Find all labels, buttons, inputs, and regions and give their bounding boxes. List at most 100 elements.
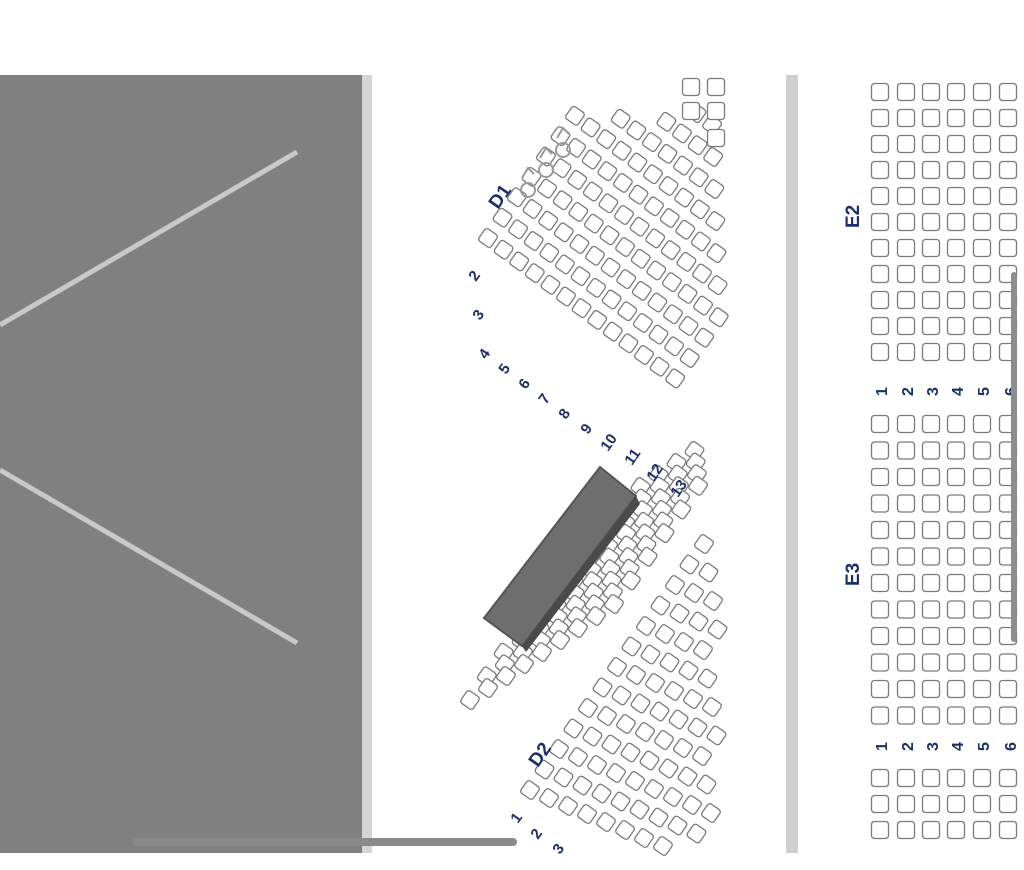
seat[interactable] [896,238,916,258]
seat[interactable] [672,123,693,144]
seat[interactable] [663,304,684,325]
seat[interactable] [946,653,966,672]
seat[interactable] [870,653,890,672]
seat[interactable] [630,693,651,714]
seat[interactable] [568,618,589,639]
seat[interactable] [649,701,670,722]
seat[interactable] [610,108,631,129]
seat[interactable] [870,820,890,840]
seat[interactable] [639,750,660,771]
seat[interactable] [896,494,916,513]
seat[interactable] [921,414,941,434]
seat[interactable] [870,573,890,593]
seat[interactable] [921,108,941,128]
seat[interactable] [478,228,499,249]
seat[interactable] [946,186,966,206]
seat[interactable] [568,747,589,768]
seat[interactable] [583,213,604,234]
seat[interactable] [946,238,966,258]
seat[interactable] [650,595,671,616]
seat[interactable] [921,212,941,232]
seat[interactable] [659,652,680,673]
seat[interactable] [972,186,992,206]
seat[interactable] [673,738,694,759]
seat[interactable] [946,316,966,336]
seat[interactable] [946,547,966,566]
seat[interactable] [921,820,941,840]
seat[interactable] [581,149,602,170]
seat[interactable] [701,803,722,824]
seat[interactable] [628,184,649,205]
seat[interactable] [493,239,514,260]
seat[interactable] [592,677,613,698]
seat[interactable] [620,742,641,763]
seat[interactable] [896,600,916,619]
seat[interactable] [645,673,666,694]
seat[interactable] [870,238,890,258]
seat[interactable] [681,101,701,121]
seat[interactable] [972,679,992,699]
seat[interactable] [896,768,916,788]
seat[interactable] [689,199,710,220]
seat[interactable] [616,269,637,290]
seat[interactable] [644,196,665,217]
seat[interactable] [599,225,620,246]
seat[interactable] [921,134,941,154]
seat[interactable] [625,771,646,792]
seat[interactable] [556,286,577,307]
seat[interactable] [704,179,725,200]
seat[interactable] [972,134,992,154]
seat[interactable] [921,706,941,725]
seat[interactable] [896,794,916,814]
seat[interactable] [998,706,1018,725]
seat[interactable] [523,231,544,252]
seat[interactable] [972,626,992,646]
seat[interactable] [870,342,890,362]
seat[interactable] [538,210,559,231]
seat[interactable] [972,441,992,460]
seat[interactable] [896,679,916,699]
seat[interactable] [657,143,678,164]
seat[interactable] [615,820,636,841]
seat[interactable] [998,238,1018,258]
seat[interactable] [611,685,632,706]
seat[interactable] [586,606,607,627]
seat[interactable] [972,653,992,672]
seat[interactable] [509,251,530,272]
seat[interactable] [946,573,966,593]
seat[interactable] [870,108,890,128]
seat[interactable] [610,791,631,812]
seat[interactable] [998,212,1018,232]
seat[interactable] [649,356,670,377]
seat[interactable] [540,274,561,295]
seat[interactable] [946,467,966,487]
seat[interactable] [629,216,650,237]
seat[interactable] [998,820,1018,840]
seat[interactable] [539,242,560,263]
seat[interactable] [896,414,916,434]
seat[interactable] [677,283,698,304]
seat[interactable] [972,794,992,814]
seat[interactable] [460,690,481,711]
seat[interactable] [972,414,992,434]
seat[interactable] [870,626,890,646]
seat[interactable] [921,467,941,487]
seat[interactable] [674,632,695,653]
seat[interactable] [687,717,708,738]
seat[interactable] [524,263,545,284]
seat[interactable] [870,134,890,154]
seat[interactable] [674,187,695,208]
seat[interactable] [972,706,992,725]
seat[interactable] [580,117,601,138]
seat[interactable] [554,254,575,275]
seat[interactable] [946,626,966,646]
seat[interactable] [508,219,529,240]
seat[interactable] [681,77,701,97]
seat[interactable] [896,82,916,102]
seat[interactable] [972,342,992,362]
seat[interactable] [921,186,941,206]
seat[interactable] [946,264,966,284]
seat[interactable] [972,238,992,258]
seat[interactable] [998,653,1018,672]
